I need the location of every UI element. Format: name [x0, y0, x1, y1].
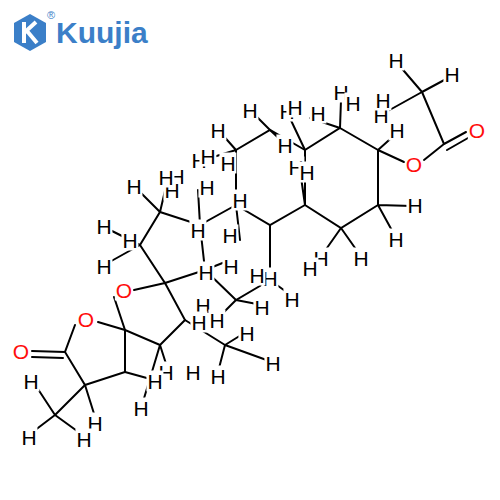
atom-label: H	[283, 289, 300, 310]
atom-label: H	[264, 353, 281, 374]
atom-label: H	[374, 90, 391, 111]
atom-label: H	[121, 230, 138, 251]
atom-label: H	[222, 256, 239, 277]
atom-label: H	[443, 64, 460, 85]
logo-k-mark	[24, 22, 37, 43]
atom-label: O	[12, 341, 30, 362]
atom-label: H	[184, 362, 201, 383]
atom-label: O	[468, 120, 486, 141]
atom-label: H	[298, 162, 315, 183]
atom-label: H	[406, 195, 423, 216]
atom-label: H	[157, 167, 174, 188]
atom-label: H	[231, 190, 248, 211]
atom-label: H	[221, 225, 238, 246]
watermark-logo-text: Kuujia	[56, 18, 148, 48]
atom-label: H	[199, 146, 216, 167]
atom-label: H	[241, 100, 258, 121]
atom-label: H	[238, 323, 255, 344]
atom-label: H	[208, 310, 225, 331]
atom-label: O	[77, 309, 95, 330]
atom-label: H	[309, 103, 326, 124]
atom-label: H	[248, 265, 265, 286]
atom-label: H	[146, 371, 163, 392]
atom-label: H	[95, 256, 112, 277]
atom-label: H	[190, 312, 207, 333]
atom-label: H	[189, 220, 206, 241]
atom-label: H	[132, 398, 149, 419]
atom-label: O	[115, 280, 133, 301]
atom-label: H	[387, 50, 404, 71]
atom-label: H	[95, 216, 112, 237]
atom-label: H	[276, 135, 293, 156]
atom-label: H	[197, 262, 214, 283]
atom-label: H	[344, 93, 361, 114]
atom-label: H	[286, 97, 303, 118]
atom-label: H	[253, 297, 270, 318]
logo-hexagon	[14, 14, 46, 51]
atom-label: H	[387, 229, 404, 250]
atom-label: H	[301, 258, 318, 279]
atom-label: H	[388, 120, 405, 141]
registered-mark: ®	[47, 10, 55, 21]
atom-label: H	[209, 120, 226, 141]
atom-label: H	[20, 427, 37, 448]
atom-label: H	[352, 248, 369, 269]
atom-label: H	[75, 429, 92, 450]
atom-label: O	[405, 154, 423, 175]
atom-label: H	[219, 153, 236, 174]
atom-label: H	[209, 366, 226, 387]
atom-label: H	[125, 176, 142, 197]
atom-label: H	[198, 177, 215, 198]
atom-label: H	[22, 371, 39, 392]
